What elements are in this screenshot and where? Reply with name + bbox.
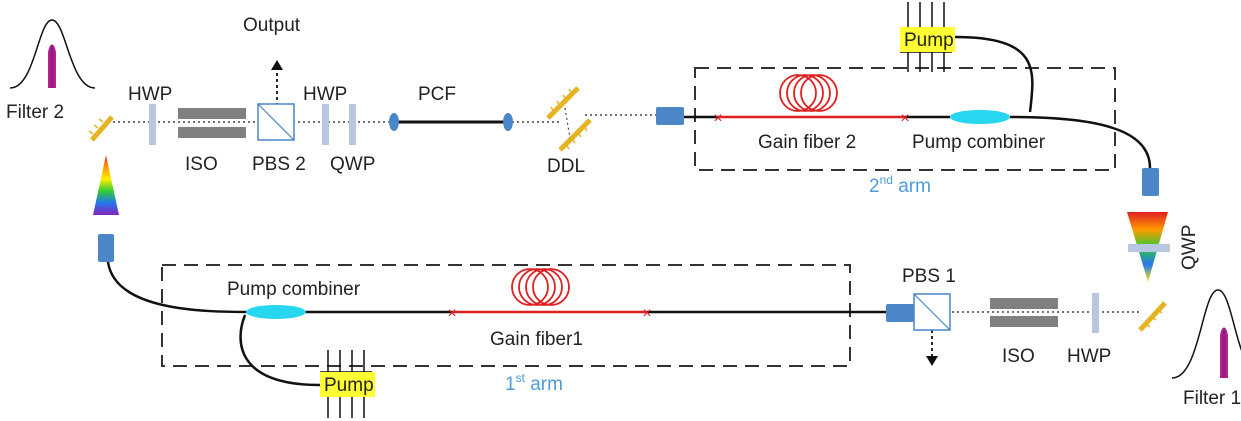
- arm2-enclosure: [694, 67, 1116, 171]
- splice-arm2-right: ×: [900, 110, 909, 127]
- hwp-top-left: [149, 104, 156, 145]
- gain-fiber-2-coil-icon: [779, 74, 838, 112]
- qwp-right: [1128, 244, 1170, 252]
- pump-combiner-top: [950, 110, 1010, 124]
- label-gain-fiber-1: Gain fiber1: [490, 329, 583, 350]
- hwp-bottom: [1092, 293, 1099, 333]
- iso-top-lower: [178, 127, 246, 138]
- pump-combiner-bottom: [246, 305, 306, 319]
- label-hwp-top-right: HWP: [303, 84, 347, 105]
- lens-pcf-output: [503, 113, 513, 131]
- label-iso-bottom: ISO: [1002, 346, 1035, 367]
- collimator-arm1[interactable]: [886, 304, 914, 322]
- pbs1-cube: [913, 293, 951, 331]
- splice-arm1-right: ×: [642, 305, 651, 322]
- qwp-top: [349, 104, 356, 145]
- pump-fiber-top: [954, 35, 1034, 113]
- label-ddl: DDL: [547, 156, 585, 177]
- ddl-gratings-icon: [546, 86, 592, 152]
- pbs1-arrow-head: [926, 356, 938, 366]
- label-pbs1: PBS 1: [902, 266, 956, 287]
- grating-bottom-right-icon: [1138, 301, 1167, 332]
- collimator-arm2[interactable]: [656, 107, 684, 125]
- label-pump-bottom: Pump: [324, 375, 374, 396]
- label-arm1: 1st arm: [505, 371, 563, 395]
- iso-top-upper: [178, 108, 246, 119]
- label-filter1: Filter 1: [1183, 388, 1241, 409]
- splice-arm1-left: ×: [447, 305, 456, 322]
- label-arm2: 2nd arm: [869, 173, 931, 197]
- pump-top-icon: [900, 2, 955, 72]
- fiber-left-down: [106, 261, 251, 314]
- lens-pcf-input: [389, 113, 399, 131]
- grating-top-left-icon: [88, 115, 114, 142]
- label-output: Output: [243, 15, 301, 36]
- filter2-spectrum-icon: [9, 19, 96, 89]
- dispersed-beam-left: [93, 155, 119, 215]
- collimator-left[interactable]: [98, 234, 114, 262]
- label-pump-combiner-bottom: Pump combiner: [227, 279, 361, 300]
- label-qwp-top: QWP: [330, 154, 375, 175]
- hwp-top-right: [322, 104, 329, 145]
- label-pump-combiner-top: Pump combiner: [912, 132, 1046, 153]
- label-hwp-top-left: HWP: [128, 84, 172, 105]
- label-qwp-right: QWP: [1179, 225, 1200, 270]
- pump-fiber-bottom: [239, 314, 321, 387]
- label-gain-fiber-2: Gain fiber 2: [758, 132, 856, 153]
- label-iso-top: ISO: [185, 154, 218, 175]
- label-hwp-bottom: HWP: [1067, 346, 1111, 367]
- fiber-arm2-to-right: [1009, 115, 1152, 169]
- label-filter2: Filter 2: [6, 102, 64, 123]
- filter1-spectrum-icon: [1171, 289, 1241, 379]
- label-pcf: PCF: [418, 84, 456, 105]
- iso-bottom-lower: [990, 316, 1058, 327]
- label-pump-top: Pump: [904, 30, 954, 51]
- output-arrow-head: [271, 60, 283, 70]
- collimator-right[interactable]: [1142, 168, 1159, 196]
- arm1-enclosure: [161, 264, 851, 367]
- iso-bottom-upper: [990, 298, 1058, 309]
- splice-arm2-left: ×: [713, 110, 722, 127]
- pbs2-cube: [257, 103, 295, 141]
- gain-fiber-1-coil-icon: [511, 268, 570, 306]
- pump-bottom-icon: [320, 350, 375, 418]
- label-pbs2: PBS 2: [252, 154, 306, 175]
